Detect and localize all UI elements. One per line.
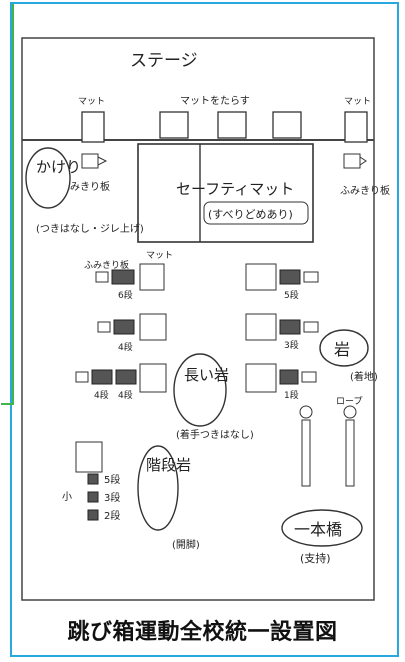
group-nagaiwa: 長い岩 [184,366,229,384]
group-ipponbashi: 一本橋 [294,520,342,539]
mat-center-2 [217,111,247,139]
size-small: 小 [62,491,72,503]
mat-kaidan [75,441,103,473]
group-iwa: 岩 [334,340,350,359]
group-kakeru-note: (つきはなし・ジレ上げ) [36,223,144,235]
stage-label: ステージ [130,51,198,71]
safety-mat [137,143,314,243]
box-3a [279,319,301,335]
group-iwa-note: (着地) [350,370,378,383]
beam-left [301,419,311,487]
springboard-row3-right [301,371,317,383]
springboard-row1 [95,271,109,283]
beam-post-left [299,405,313,419]
springboard-row3 [75,371,89,383]
safety-mat-note-box [203,201,309,225]
kaidan-cloud [137,445,179,531]
mat-right [344,111,368,143]
mat-center-label: マットをたらす [180,95,250,107]
mat-center-1 [159,111,189,139]
side-bracket-line [12,4,14,404]
springboard-row2-right [303,321,319,333]
mat-row3-right [245,363,277,393]
mat-row2-left [139,313,167,341]
safety-mat-label: セーフティマット [176,180,294,198]
kakeru-cloud [25,147,71,209]
step-3-label: 3段 [104,491,120,504]
springboard-row2 [97,321,111,333]
side-bracket-tick [1,403,14,405]
page-caption: 跳び箱運動全校統一設置図 [67,620,338,645]
beam-right [345,419,355,487]
mat-row1-left [139,263,165,291]
springboard-left [81,153,99,169]
springboard-right [343,153,361,169]
ipponbashi-cloud [281,509,363,547]
group-kaidan-note: (開脚) [172,538,200,551]
springboard-left-label: ふみきり板 [60,180,110,193]
box-1-label: 1段 [284,389,299,401]
outer-frame [10,2,399,657]
mat-left [81,111,105,143]
mat-left-label: マット [78,97,105,107]
safety-mat-note: (すべりどめあり) [208,208,293,221]
step-2-label: 2段 [104,509,120,522]
box-6 [111,269,135,285]
group-nagaiwa-note: (着手つきはなし) [176,428,254,441]
box-4b-label: 4段 [94,389,109,401]
springboard-right-label: ふみきり板 [340,184,390,197]
mat-row2-right [245,313,277,341]
box-1 [279,369,299,385]
group-kaidan: 階段岩 [146,456,191,474]
beam-post-right [343,405,357,419]
box-3a-label: 3段 [284,339,299,351]
step-box-2 [87,509,99,521]
mat-right-label: マット [344,97,371,107]
nagaiwa-cloud [173,353,227,427]
box-5 [279,269,301,285]
box-4a [113,319,135,335]
box-4c [115,369,137,385]
iwa-cloud [319,329,369,367]
springboard-right-arrow [359,156,367,166]
mat-row3-left [139,363,167,393]
rope-label: ロープ [336,396,362,407]
box-5-label: 5段 [284,289,299,301]
group-kakeru: かけり [36,158,81,176]
springboard-left-arrow [97,156,108,166]
springboard-mid-label: ふみきり板 [84,259,129,271]
box-4a-label: 4段 [118,341,133,353]
step-5-label: 5段 [104,473,120,486]
box-6-label: 6段 [118,289,133,301]
box-4b [91,369,113,385]
mat-small-label: マット [146,251,173,261]
step-box-5 [87,473,99,485]
box-4c-label: 4段 [118,389,133,401]
springboard-row1-right [303,271,319,283]
mat-row1-right [245,263,277,291]
step-box-3 [87,491,99,503]
mat-center-3 [272,111,302,139]
group-ipponbashi-note: (支持) [300,551,331,565]
paper-outline [21,37,375,601]
